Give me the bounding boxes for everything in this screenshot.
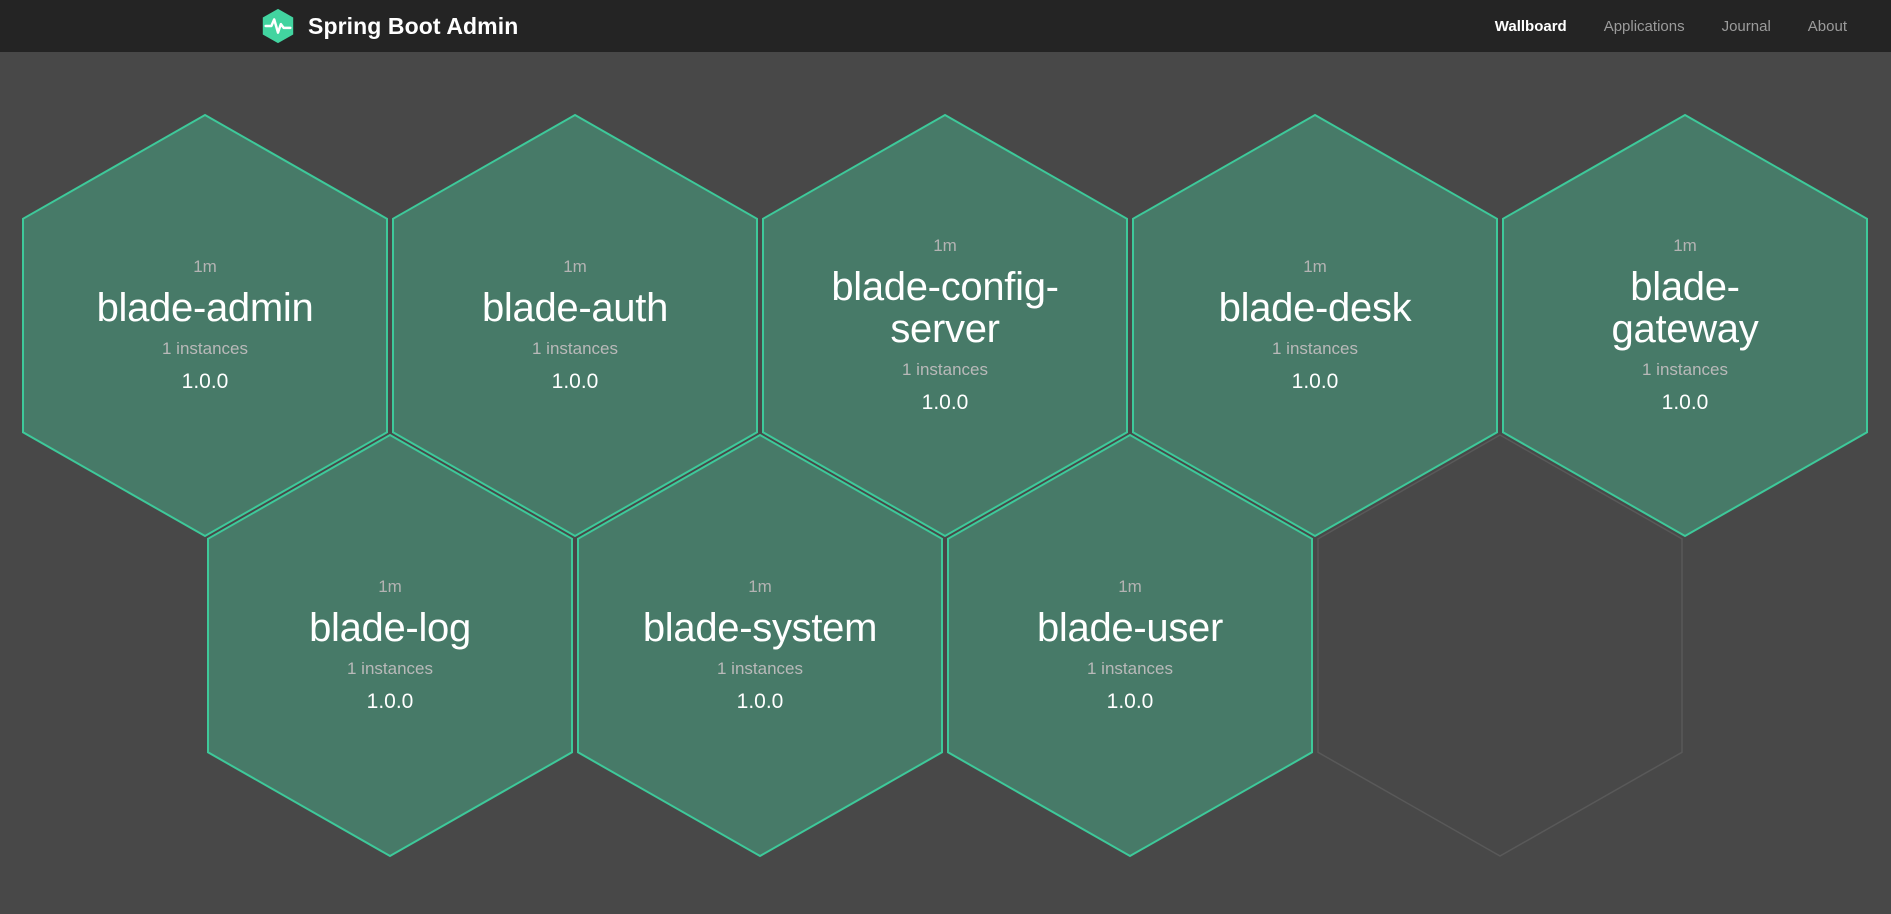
spring-boot-admin-hexagon-pulse-icon (259, 7, 297, 45)
primary-nav: Wallboard Applications Journal About (1495, 19, 1847, 34)
top-navbar: Spring Boot Admin Wallboard Applications… (0, 0, 1891, 52)
nav-link-about[interactable]: About (1807, 17, 1847, 35)
hexagon-shape (1132, 113, 1498, 538)
brand-home-link[interactable]: Spring Boot Admin (259, 7, 518, 45)
hexagon-shape (577, 433, 943, 858)
hexagon-shape (392, 113, 758, 538)
nav-link-wallboard[interactable]: Wallboard (1494, 17, 1567, 35)
hexagon-shape (207, 433, 573, 858)
hexagon-shape (762, 113, 1128, 538)
application-hexagon-empty (1315, 432, 1685, 859)
hexagon-shape (1317, 434, 1683, 857)
nav-link-journal[interactable]: Journal (1721, 17, 1771, 35)
hexagon-shape (947, 433, 1313, 858)
hexagon-shape (22, 113, 388, 538)
brand-title: Spring Boot Admin (308, 12, 519, 39)
nav-link-applications[interactable]: Applications (1603, 17, 1685, 35)
hexagon-shape (1502, 113, 1868, 538)
